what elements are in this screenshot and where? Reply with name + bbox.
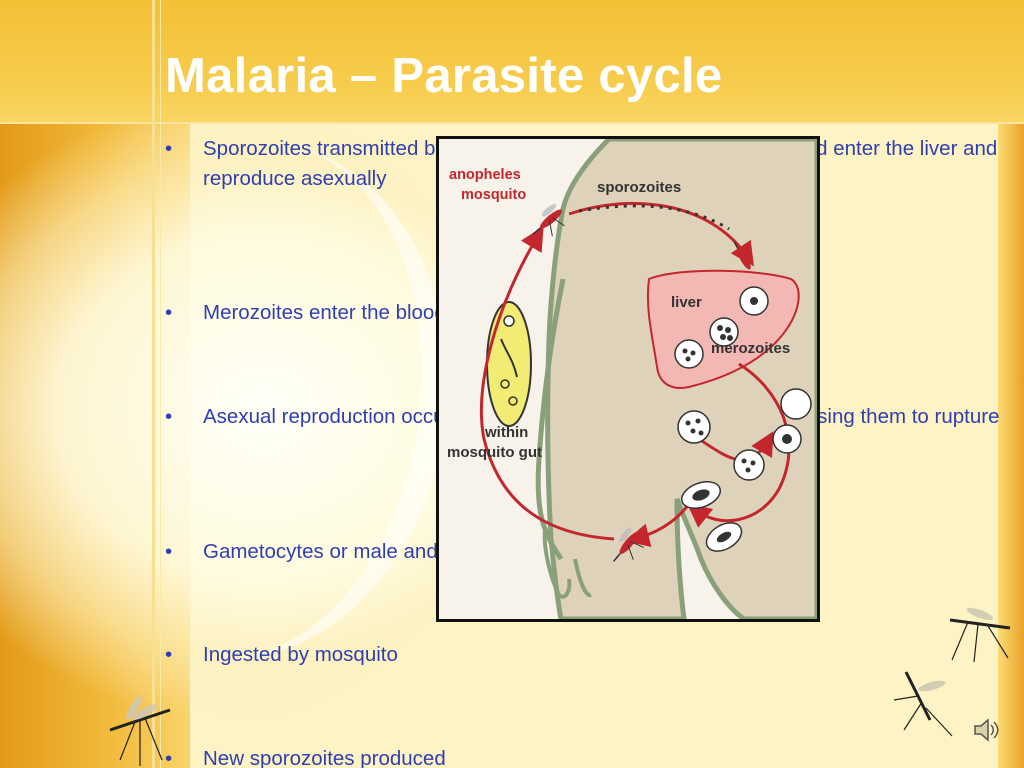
liver-cell-rupturing: [674, 339, 704, 369]
human-arm: [535, 278, 566, 561]
red-blood-cell-rupturing: [677, 410, 711, 444]
speaker-icon[interactable]: [972, 716, 1000, 744]
label-sporozoites: sporozoites: [597, 179, 681, 196]
bullet-item: New sporozoites produced: [165, 744, 1003, 768]
title-divider: [0, 122, 1024, 124]
label-mosquito: mosquito: [461, 187, 526, 203]
red-blood-cell: [780, 388, 812, 420]
cycle-diagram-svg: anopheles mosquito sporozoites liver mer…: [447, 139, 817, 619]
background-stripe: [152, 0, 155, 768]
background-stripe-thin: [160, 0, 161, 768]
cycle-arrow-gametocytes: [625, 503, 691, 547]
title-band: [0, 0, 1024, 124]
red-blood-cell: [733, 449, 765, 481]
slide-title: Malaria – Parasite cycle: [165, 49, 723, 103]
label-mosquito-gut: mosquito gut: [447, 444, 542, 461]
label-merozoites: merozoites: [711, 340, 790, 357]
mosquito-icon: [532, 204, 565, 237]
human-hand: [542, 528, 592, 599]
mosquito-icon: [949, 607, 1011, 663]
mosquito-icon: [733, 241, 751, 270]
label-within: within: [484, 424, 528, 441]
mosquito-icon: [109, 695, 171, 766]
cycle-arrow-blood: [686, 362, 791, 528]
cycle-arrow-left: [480, 226, 615, 541]
mosquito-icon: [893, 671, 953, 737]
mosquito-icon: [612, 527, 644, 562]
label-anopheles: anopheles: [449, 167, 521, 183]
label-liver: liver: [671, 294, 702, 311]
cycle-arrow-sporozoites: [568, 201, 754, 267]
bullet-item: Ingested by mosquito: [165, 640, 1003, 670]
parasite-cycle-diagram: anopheles mosquito sporozoites liver mer…: [436, 136, 820, 622]
